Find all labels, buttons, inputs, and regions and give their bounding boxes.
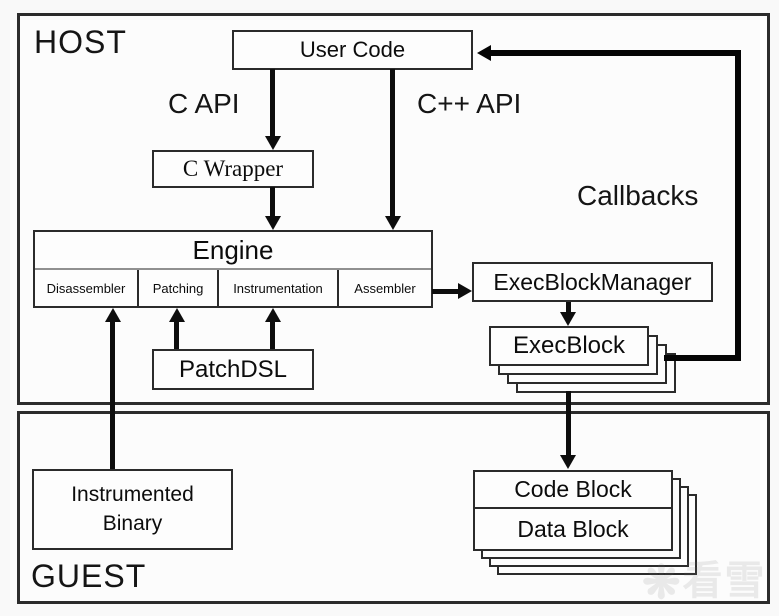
arrow-patch-dsl-to-patching-head <box>169 308 185 322</box>
instrumented-binary-node: Instrumented Binary <box>32 469 233 550</box>
arrow-user-code-to-engine-head <box>385 216 401 230</box>
arrow-patch-dsl-to-instrumentation-line <box>270 320 275 349</box>
callbacks-path-top-segment <box>489 50 741 56</box>
arrow-exec-block-to-code-block-line <box>566 391 571 457</box>
engine-title: Engine <box>192 234 274 265</box>
callbacks-label: Callbacks <box>577 180 699 211</box>
engine-node: Engine Disassembler Patching Instrumenta… <box>33 230 433 308</box>
engine-components-row: Disassembler Patching Instrumentation As… <box>35 268 431 306</box>
arrow-user-code-to-engine-line <box>390 69 395 218</box>
arrow-patch-dsl-to-patching-line <box>174 320 179 349</box>
arrow-c-wrapper-to-engine-head <box>265 216 281 230</box>
guest-region-label: GUEST <box>31 558 147 594</box>
engine-cell-patching: Patching <box>137 270 217 306</box>
callbacks-path-right-segment <box>735 50 741 361</box>
arrow-patch-dsl-to-instrumentation-head <box>265 308 281 322</box>
cpp-api-label: C++ API <box>417 88 522 119</box>
arrow-user-code-to-c-wrapper-line <box>270 69 275 136</box>
arrow-ebm-to-exec-block-head <box>560 312 576 326</box>
arrow-exec-block-to-code-block-head <box>560 455 576 469</box>
host-region-label: HOST <box>34 24 127 60</box>
arrow-instrumented-binary-to-disassembler-line <box>110 320 115 469</box>
arrow-ebm-to-exec-block-line <box>566 302 571 314</box>
arrow-user-code-to-c-wrapper-head <box>265 136 281 150</box>
code-data-block-node: Code Block Data Block <box>473 470 673 551</box>
engine-cell-instrumentation: Instrumentation <box>217 270 337 306</box>
c-api-label: C API <box>168 88 240 119</box>
engine-cell-assembler: Assembler <box>337 270 431 306</box>
arrow-c-wrapper-to-engine-line <box>270 187 275 218</box>
patch-dsl-node: PatchDSL <box>152 349 314 390</box>
callbacks-path-bottom-segment <box>664 355 741 361</box>
arrow-engine-to-ebm-head <box>458 283 472 299</box>
user-code-node: User Code <box>232 30 473 70</box>
arrow-instrumented-binary-to-disassembler-head <box>105 308 121 322</box>
code-block-row: Code Block <box>475 472 671 509</box>
exec-block-node: ExecBlock <box>489 326 649 366</box>
engine-cell-disassembler: Disassembler <box>46 280 126 296</box>
exec-block-manager-node: ExecBlockManager <box>472 262 713 302</box>
data-block-row: Data Block <box>517 515 629 542</box>
c-wrapper-node: C Wrapper <box>152 150 314 188</box>
arrow-callbacks-head <box>477 45 491 61</box>
arrow-engine-to-ebm-line <box>432 289 460 294</box>
